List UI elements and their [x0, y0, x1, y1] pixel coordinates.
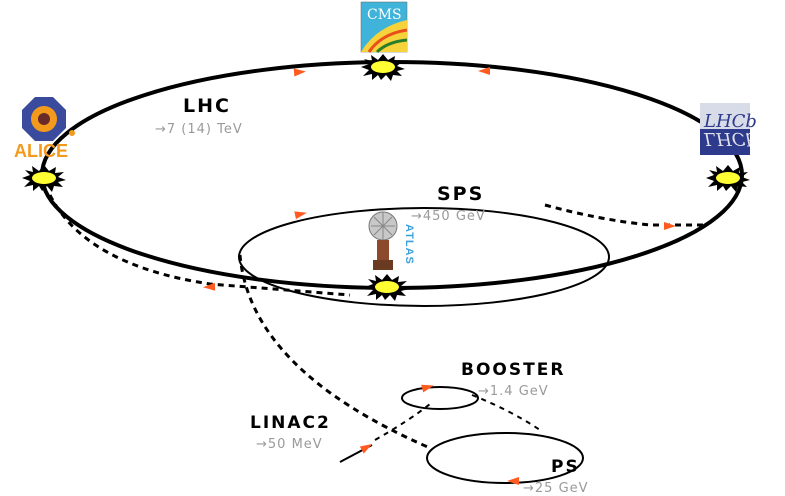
beam-arrow: [478, 67, 490, 75]
ps-energy: →25 GeV: [523, 481, 589, 496]
booster-energy: →1.4 GeV: [478, 384, 549, 399]
collision-point-atlas: [365, 274, 409, 301]
sps-label: SPS: [437, 183, 484, 205]
beam-arrow: [664, 222, 676, 230]
transfer-line-sps-to-lhc-right: [544, 203, 705, 227]
linac2-label: LINAC2: [250, 413, 331, 433]
lhcb-logo: LHCb LHCb: [700, 103, 757, 155]
beam-arrow: [293, 67, 307, 77]
cms-logo: CMS: [360, 1, 408, 54]
transfer-line-sps-to-lhc-left: [48, 194, 351, 297]
collision-point-alice: [22, 165, 66, 192]
svg-text:ALICE: ALICE: [14, 141, 68, 161]
transfer-line-linac-to-booster: [374, 403, 431, 441]
atlas-logo: ATLAS: [368, 211, 415, 270]
ps-ring: [426, 432, 584, 484]
sps-energy: →450 GeV: [411, 209, 486, 224]
svg-text:CMS: CMS: [367, 7, 402, 23]
lhc-ring: [40, 60, 744, 290]
booster-ring: [401, 386, 479, 410]
beam-arrow: [294, 208, 308, 220]
svg-text:LHCb: LHCb: [703, 111, 757, 132]
svg-text:ATLAS: ATLAS: [403, 224, 415, 265]
beam-arrow: [359, 440, 375, 454]
booster-label: BOOSTER: [461, 360, 565, 380]
ps-label: PS: [551, 457, 580, 477]
alice-logo: ALICE: [14, 97, 75, 161]
collision-point-cms: [361, 54, 405, 81]
transfer-line-booster-to-ps: [471, 394, 541, 431]
linac2-energy: →50 MeV: [256, 437, 323, 452]
svg-text:LHCb: LHCb: [703, 128, 757, 149]
transfer-line-ps-to-sps: [238, 254, 431, 450]
lhc-energy: →7 (14) TeV: [155, 122, 243, 137]
lhc-label: LHC: [183, 95, 231, 117]
